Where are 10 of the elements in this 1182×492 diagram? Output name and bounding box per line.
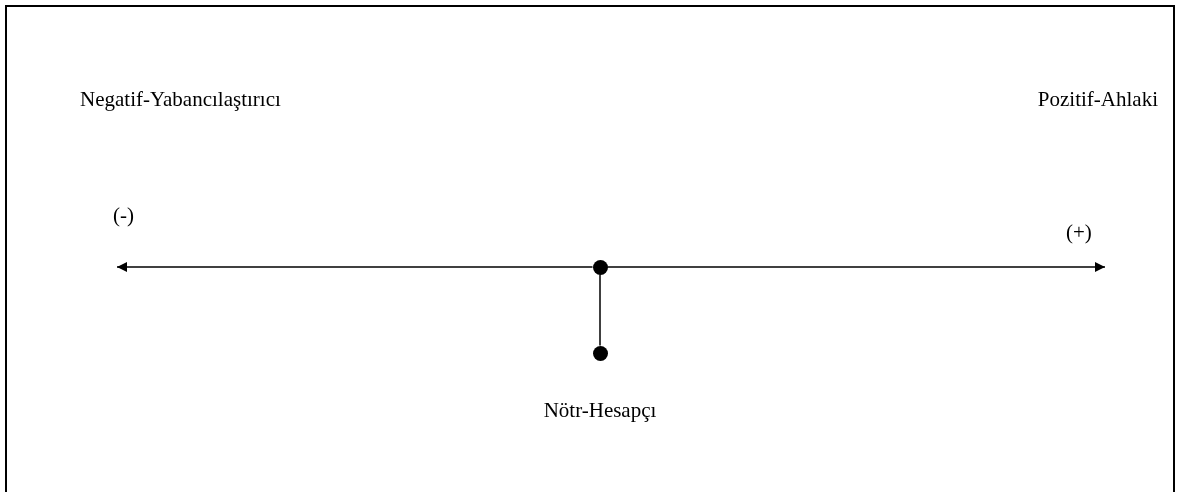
pole-label: Pozitif-Ahlaki	[1037, 89, 1158, 110]
arrow	[116, 262, 594, 272]
sign-label: (-)	[113, 205, 134, 226]
pole-label: Negatif-Yabancılaştırıcı	[80, 89, 281, 110]
dot-node	[592, 345, 608, 361]
arrow	[606, 262, 1106, 272]
dot-node	[592, 259, 608, 275]
sign-label: (+)	[1066, 222, 1092, 243]
node-caption: Nötr-Hesapçı	[543, 400, 657, 421]
connector-line	[599, 273, 601, 347]
